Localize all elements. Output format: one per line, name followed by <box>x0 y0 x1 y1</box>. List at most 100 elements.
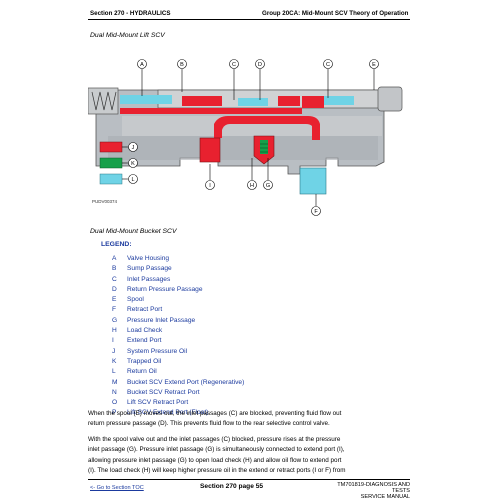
return-oil-area <box>120 95 172 104</box>
legend-key: G <box>112 316 118 324</box>
body-line: return pressure passage (D). This preven… <box>88 420 330 428</box>
toc-link[interactable]: <- Go to Section TOC <box>90 485 144 491</box>
legend-item: G Pressure Inlet Passage <box>112 316 244 326</box>
body-line: inlet passage (G). Pressure inlet passag… <box>88 446 345 454</box>
legend-label: Load Check <box>127 327 163 335</box>
legend-label: Extend Port <box>127 337 162 345</box>
legend-item: O Lift SCV Retract Port <box>112 398 244 408</box>
legend-key: A <box>112 255 117 262</box>
header-rule <box>88 19 410 20</box>
legend-item: H Load Check <box>112 326 244 336</box>
legend-item: P Lift SCV Extend Port (Float) <box>112 408 244 418</box>
scv-diagram: J K L A B C D C E I H G F <box>88 59 403 216</box>
legend-key: P <box>112 409 117 417</box>
legend-title: LEGEND: <box>101 241 132 248</box>
figure-id: PUDV00374 <box>92 199 118 204</box>
body-paragraph-2: With the spool valve out and the inlet p… <box>88 435 408 477</box>
callout-g: G <box>266 183 270 189</box>
manual-line-1: TM701819-DIAGNOSIS AND TESTS <box>337 482 410 494</box>
legend-item: A Valve Housing <box>112 254 244 264</box>
callout-f: F <box>314 209 318 215</box>
swatch-return <box>99 173 123 185</box>
housing-lower <box>108 136 378 160</box>
legend-key: K <box>112 357 117 365</box>
legend-item: F Retract Port <box>112 305 244 315</box>
callout-l: L <box>131 177 134 183</box>
legend-label: Valve Housing <box>127 255 170 262</box>
callout-d: D <box>258 62 262 68</box>
callout-j: J <box>132 145 135 151</box>
legend-label: Inlet Passages <box>127 275 171 283</box>
swatch-pressure <box>99 141 123 153</box>
manual-line-2: SERVICE MANUAL <box>360 494 410 500</box>
body-line: With the spool valve out and the inlet p… <box>88 436 341 443</box>
legend-item: C Inlet Passages <box>112 275 244 285</box>
body-paragraph-1: When the spool (E) moves out, the inlet … <box>88 409 408 430</box>
swatch-trapped <box>99 157 123 169</box>
callout-i: I <box>209 183 211 189</box>
spool-end <box>377 86 403 112</box>
legend-label: Return Oil <box>127 368 157 376</box>
group-header: Group 20CA: Mid-Mount SCV Theory of Oper… <box>262 10 409 17</box>
legend-key: D <box>112 285 117 293</box>
legend-label: Retract Port <box>127 306 163 314</box>
legend-label: Lift SCV Extend Port (Float) <box>127 409 209 417</box>
manual-title: TM701819-DIAGNOSIS AND TESTS SERVICE MAN… <box>320 482 410 500</box>
legend-key: B <box>112 265 117 273</box>
callout-e: E <box>372 62 376 68</box>
callout-h: H <box>250 183 254 189</box>
legend-item: I Extend Port <box>112 336 244 346</box>
legend-key: L <box>112 368 116 376</box>
load-check-spring <box>260 140 268 154</box>
legend-item: M Bucket SCV Extend Port (Regenerative) <box>112 378 244 388</box>
legend-label: Bucket SCV Extend Port (Regenerative) <box>127 378 245 386</box>
body-line: allowing pressure inlet passage (G) to o… <box>88 456 342 464</box>
return-oil-area-2 <box>238 98 268 106</box>
pressure-oil-spool-2 <box>278 96 300 106</box>
callout-c2: C <box>326 62 330 68</box>
body-line: When the spool (E) moves out, the inlet … <box>88 410 342 417</box>
footer-rule <box>88 479 410 480</box>
legend-label: Pressure Inlet Passage <box>127 316 196 324</box>
legend-label: Lift SCV Retract Port <box>127 399 189 407</box>
legend-key: I <box>112 337 114 345</box>
pressure-oil-band-2 <box>302 96 324 108</box>
legend-item: B Sump Passage <box>112 264 244 274</box>
extend-port-oil <box>199 137 221 163</box>
legend-label: Spool <box>127 296 144 304</box>
legend-key: C <box>112 275 117 283</box>
section-header: Section 270 - HYDRAULICS <box>90 10 171 17</box>
retract-port-oil <box>299 167 327 195</box>
legend-key: E <box>112 296 117 304</box>
end-cap <box>88 87 119 115</box>
pressure-oil-spool <box>182 96 222 106</box>
body-line: (I). The load check (H) will keep higher… <box>88 467 346 475</box>
legend-label: Sump Passage <box>127 265 172 273</box>
legend-key: H <box>112 327 117 335</box>
legend-item: D Return Pressure Passage <box>112 285 244 295</box>
legend-key: F <box>112 306 117 314</box>
figure2-caption: Dual Mid-Mount Bucket SCV <box>90 228 177 235</box>
pressure-oil-band <box>120 108 302 114</box>
callout-k: K <box>131 161 135 167</box>
legend-label: Trapped Oil <box>127 357 162 365</box>
legend-label: Return Pressure Passage <box>127 285 203 293</box>
legend-list: A Valve Housing B Sump Passage C Inlet Pass… <box>112 254 244 419</box>
legend-item: N Bucket SCV Retract Port <box>112 388 244 398</box>
callout-c: C <box>232 62 236 68</box>
spring <box>91 91 117 111</box>
return-oil-area-3 <box>324 96 354 105</box>
legend-item: K Trapped Oil <box>112 357 244 367</box>
legend-item: L Return Oil <box>112 367 244 377</box>
legend-key: M <box>112 378 118 386</box>
page-number: Section 270 page 55 <box>200 483 264 490</box>
legend-key: N <box>112 388 117 396</box>
pressure-arch <box>214 116 320 140</box>
legend-label: Bucket SCV Retract Port <box>127 388 200 396</box>
callout-b: B <box>180 62 184 68</box>
figure-caption: Dual Mid-Mount Lift SCV <box>90 32 165 39</box>
legend-key: O <box>112 399 118 407</box>
callout-a: A <box>140 62 144 68</box>
legend-label: System Pressure Oil <box>127 347 188 355</box>
